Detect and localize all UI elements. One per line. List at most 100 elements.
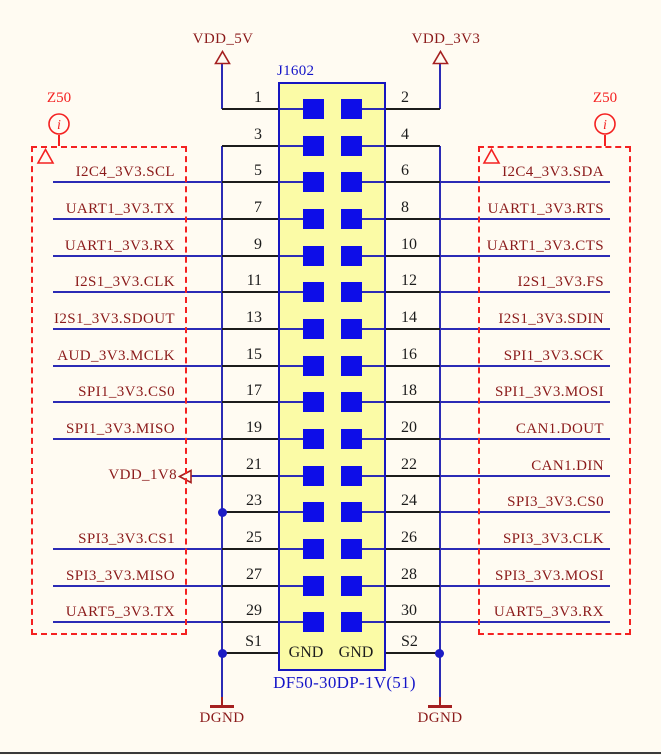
pad xyxy=(341,392,362,412)
net-label[interactable]: CAN1.DIN xyxy=(531,458,604,474)
pad-wire xyxy=(361,548,384,550)
pin-lead xyxy=(222,621,278,623)
net-wire xyxy=(440,548,610,550)
connector-body[interactable] xyxy=(278,82,386,671)
pin-lead xyxy=(386,401,440,403)
pin-lead xyxy=(386,585,440,587)
pin-lead xyxy=(386,475,440,477)
net-label[interactable]: SPI3_3V3.CS0 xyxy=(507,494,604,510)
pin-number: 6 xyxy=(401,162,409,179)
pad xyxy=(303,466,324,486)
net-wire xyxy=(440,438,610,440)
net-label[interactable]: I2S1_3V3.CLK xyxy=(74,274,175,290)
net-label[interactable]: UART1_3V3.CTS xyxy=(486,238,604,254)
z50-right-label[interactable]: Z50 xyxy=(592,90,618,106)
junction-dot-pin23 xyxy=(218,508,227,517)
net-wire xyxy=(440,475,610,477)
pin-lead xyxy=(386,145,440,147)
pin-lead xyxy=(386,621,440,623)
net-label[interactable]: UART1_3V3.RX xyxy=(64,238,175,254)
pad-wire xyxy=(280,438,304,440)
net-label[interactable]: SPI3_3V3.CLK xyxy=(502,531,604,547)
pad-wire xyxy=(361,255,384,257)
pad-wire xyxy=(361,365,384,367)
dgnd-right-label[interactable]: DGND xyxy=(417,710,463,726)
dgnd-right-bar-icon xyxy=(428,705,452,708)
net-label[interactable]: I2C4_3V3.SDA xyxy=(502,164,604,180)
pad xyxy=(303,246,324,266)
net-label[interactable]: AUD_3V3.MCLK xyxy=(57,348,175,364)
pin-number: 1 xyxy=(254,89,262,106)
pad-wire xyxy=(280,328,304,330)
net-label[interactable]: SPI3_3V3.MISO xyxy=(66,568,175,584)
pin-number: 27 xyxy=(246,566,262,583)
dgnd-left-label[interactable]: DGND xyxy=(199,710,245,726)
pad-wire xyxy=(280,475,304,477)
net-label[interactable]: UART1_3V3.TX xyxy=(65,201,175,217)
pin-lead xyxy=(386,255,440,257)
pin-lead xyxy=(386,108,440,110)
net-label[interactable]: SPI1_3V3.SCK xyxy=(503,348,604,364)
net-label[interactable]: CAN1.DOUT xyxy=(515,421,604,437)
pad-wire xyxy=(280,291,304,293)
pin-number: 2 xyxy=(401,89,409,106)
pad xyxy=(303,429,324,449)
vdd-3v3-power-port-label[interactable]: VDD_3V3 xyxy=(411,31,481,47)
pin-lead xyxy=(386,438,440,440)
pin-number: 10 xyxy=(401,236,417,253)
pad-wire xyxy=(361,401,384,403)
pad xyxy=(341,99,362,119)
connector-designator[interactable]: J1602 xyxy=(277,63,315,79)
pin-lead xyxy=(222,401,278,403)
pad-wire xyxy=(280,585,304,587)
vdd-1v8-port-label[interactable]: VDD_1V8 xyxy=(108,467,177,483)
pad xyxy=(341,356,362,376)
net-wire xyxy=(53,365,222,367)
pin-lead xyxy=(222,652,278,654)
net-wire xyxy=(440,255,610,257)
pad-wire xyxy=(280,181,304,183)
pin-lead xyxy=(222,548,278,550)
net-label[interactable]: I2S1_3V3.FS xyxy=(517,274,604,290)
net-label[interactable]: SPI3_3V3.MOSI xyxy=(495,568,604,584)
pin-number: 12 xyxy=(401,272,417,289)
pin-number: S2 xyxy=(401,633,418,650)
pad xyxy=(303,282,324,302)
net-label[interactable]: SPI1_3V3.MISO xyxy=(66,421,175,437)
pad xyxy=(341,136,362,156)
vdd-1v8-wire xyxy=(191,475,222,477)
net-label[interactable]: I2S1_3V3.SDOUT xyxy=(53,311,175,327)
net-label[interactable]: I2C4_3V3.SCL xyxy=(75,164,175,180)
pin-number: 29 xyxy=(246,602,262,619)
net-label[interactable]: SPI1_3V3.MOSI xyxy=(495,384,604,400)
pad-wire xyxy=(361,218,384,220)
pad xyxy=(303,136,324,156)
vdd-5v-power-port-label[interactable]: VDD_5V xyxy=(192,31,254,47)
gnd-bus-right xyxy=(439,146,441,697)
net-label[interactable]: SPI1_3V3.CS0 xyxy=(78,384,175,400)
connector-part-number[interactable]: DF50-30DP-1V(51) xyxy=(273,673,416,692)
net-wire xyxy=(53,328,222,330)
pad-wire xyxy=(361,621,384,623)
z50-left-info-icon[interactable]: i xyxy=(47,112,71,136)
pad xyxy=(303,612,324,632)
pin-lead xyxy=(222,291,278,293)
pad-wire xyxy=(280,145,304,147)
pad xyxy=(341,539,362,559)
z50-left-label[interactable]: Z50 xyxy=(46,90,72,106)
net-label[interactable]: UART5_3V3.TX xyxy=(65,604,175,620)
net-wire xyxy=(440,621,610,623)
net-wire xyxy=(53,585,222,587)
net-wire xyxy=(440,328,610,330)
pin-name-gnd: GND xyxy=(338,644,374,661)
net-label[interactable]: UART1_3V3.RTS xyxy=(487,201,604,217)
pin-number: 14 xyxy=(401,309,417,326)
net-label[interactable]: UART5_3V3.RX xyxy=(493,604,604,620)
gnd-bus-left xyxy=(221,146,223,697)
net-label[interactable]: I2S1_3V3.SDIN xyxy=(498,311,604,327)
pad xyxy=(303,539,324,559)
net-label[interactable]: SPI3_3V3.CS1 xyxy=(78,531,175,547)
z50-right-info-icon[interactable]: i xyxy=(593,112,617,136)
pin-lead xyxy=(222,218,278,220)
sheet-edge xyxy=(0,752,661,754)
